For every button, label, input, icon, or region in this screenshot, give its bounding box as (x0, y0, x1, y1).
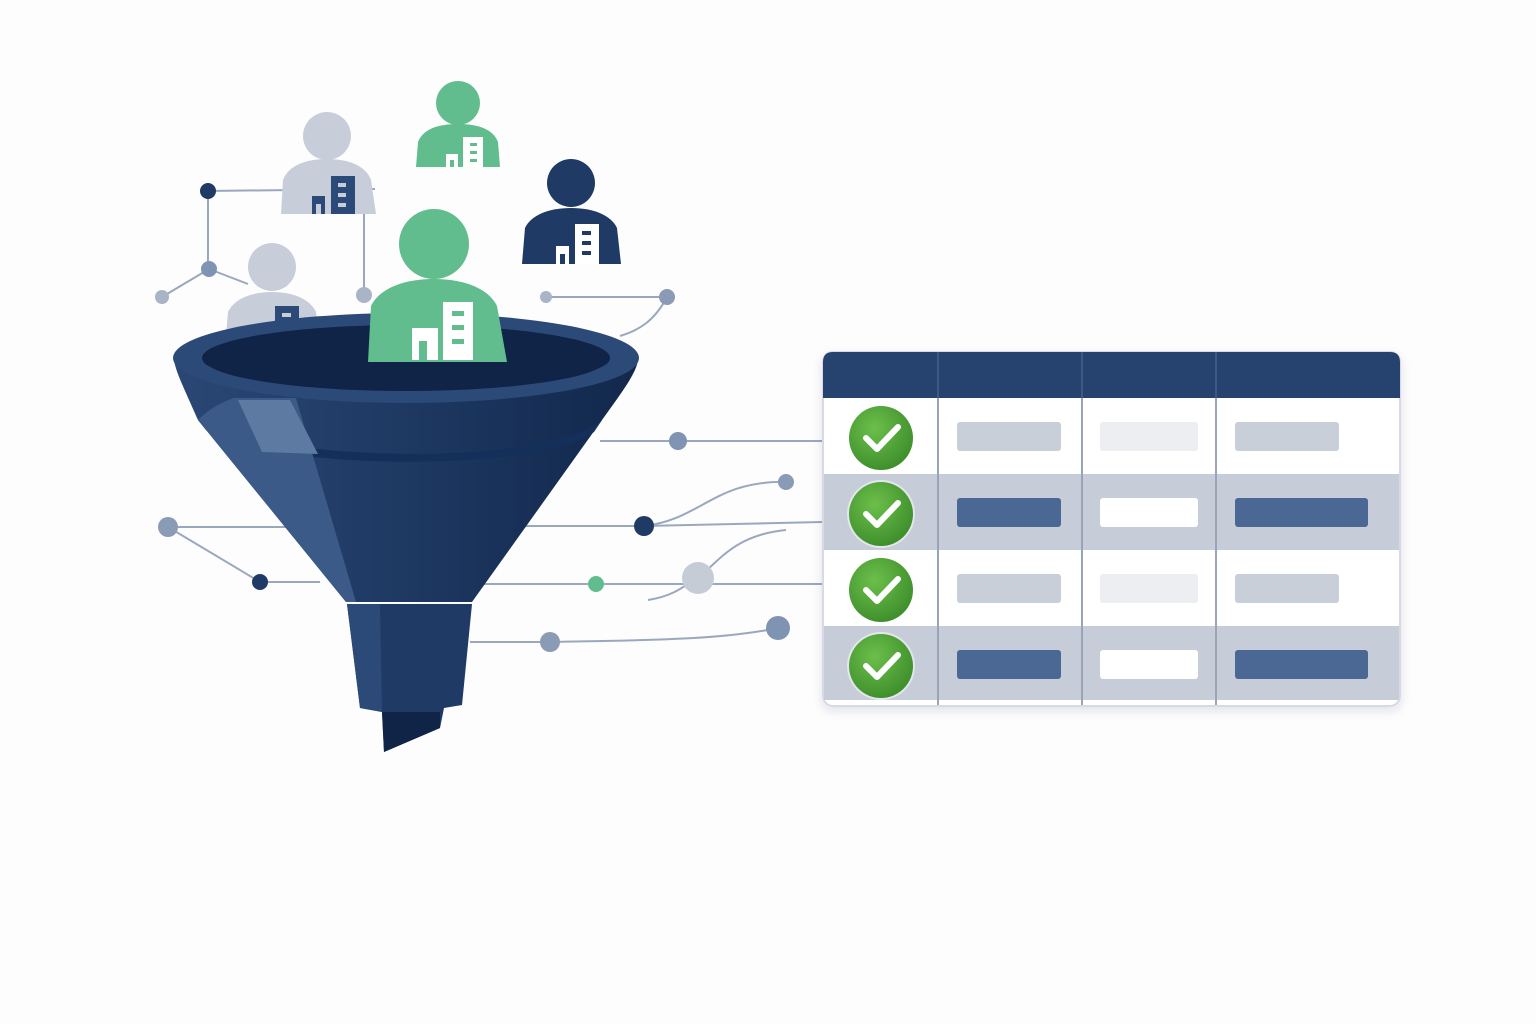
person-navy-right (522, 159, 621, 264)
cell-placeholder-bar (1100, 498, 1198, 527)
network-nodes-left (155, 183, 372, 590)
building-icon (412, 302, 473, 360)
node-dot (634, 516, 654, 536)
node-dot (659, 289, 675, 305)
node-dot (155, 290, 169, 304)
results-table (822, 351, 1401, 707)
node-dot (200, 183, 216, 199)
person-gray-back (281, 112, 376, 214)
table-row (824, 626, 1399, 700)
check-circle-icon (847, 404, 915, 472)
table-header (823, 352, 1400, 398)
node-dot (158, 517, 178, 537)
cell-placeholder-bar (1100, 422, 1198, 451)
building-icon (312, 176, 355, 214)
cell-placeholder-bar (1100, 650, 1198, 679)
column-dividers (937, 352, 1217, 705)
node-dot (540, 291, 552, 303)
table-row (824, 550, 1399, 626)
building-icon (556, 224, 599, 264)
check-circle-icon (847, 632, 915, 700)
cell-placeholder-bar (1235, 422, 1339, 451)
node-dot (778, 474, 794, 490)
table-row (824, 398, 1399, 474)
check-circle-icon (847, 556, 915, 624)
cell-placeholder-bar (957, 574, 1061, 603)
check-circle-icon (847, 480, 915, 548)
node-dot (356, 287, 372, 303)
cell-placeholder-bar (1100, 574, 1198, 603)
network-nodes-right (540, 289, 794, 652)
node-dot (252, 574, 268, 590)
network-lines-right (470, 296, 823, 643)
node-dot (669, 432, 687, 450)
person-green-front (368, 209, 507, 362)
cell-placeholder-bar (1235, 498, 1368, 527)
cell-placeholder-bar (1235, 574, 1339, 603)
cell-placeholder-bar (957, 498, 1061, 527)
node-dot (682, 562, 714, 594)
node-dot (766, 616, 790, 640)
funnel-icon (173, 313, 639, 752)
header-dividers (937, 352, 1217, 398)
node-dot (540, 632, 560, 652)
node-dot (201, 261, 217, 277)
building-icon (446, 137, 483, 167)
node-dot (588, 576, 604, 592)
cell-placeholder-bar (957, 650, 1061, 679)
cell-placeholder-bar (1235, 650, 1368, 679)
table-row (824, 474, 1399, 550)
person-green-top (416, 81, 500, 167)
cell-placeholder-bar (957, 422, 1061, 451)
